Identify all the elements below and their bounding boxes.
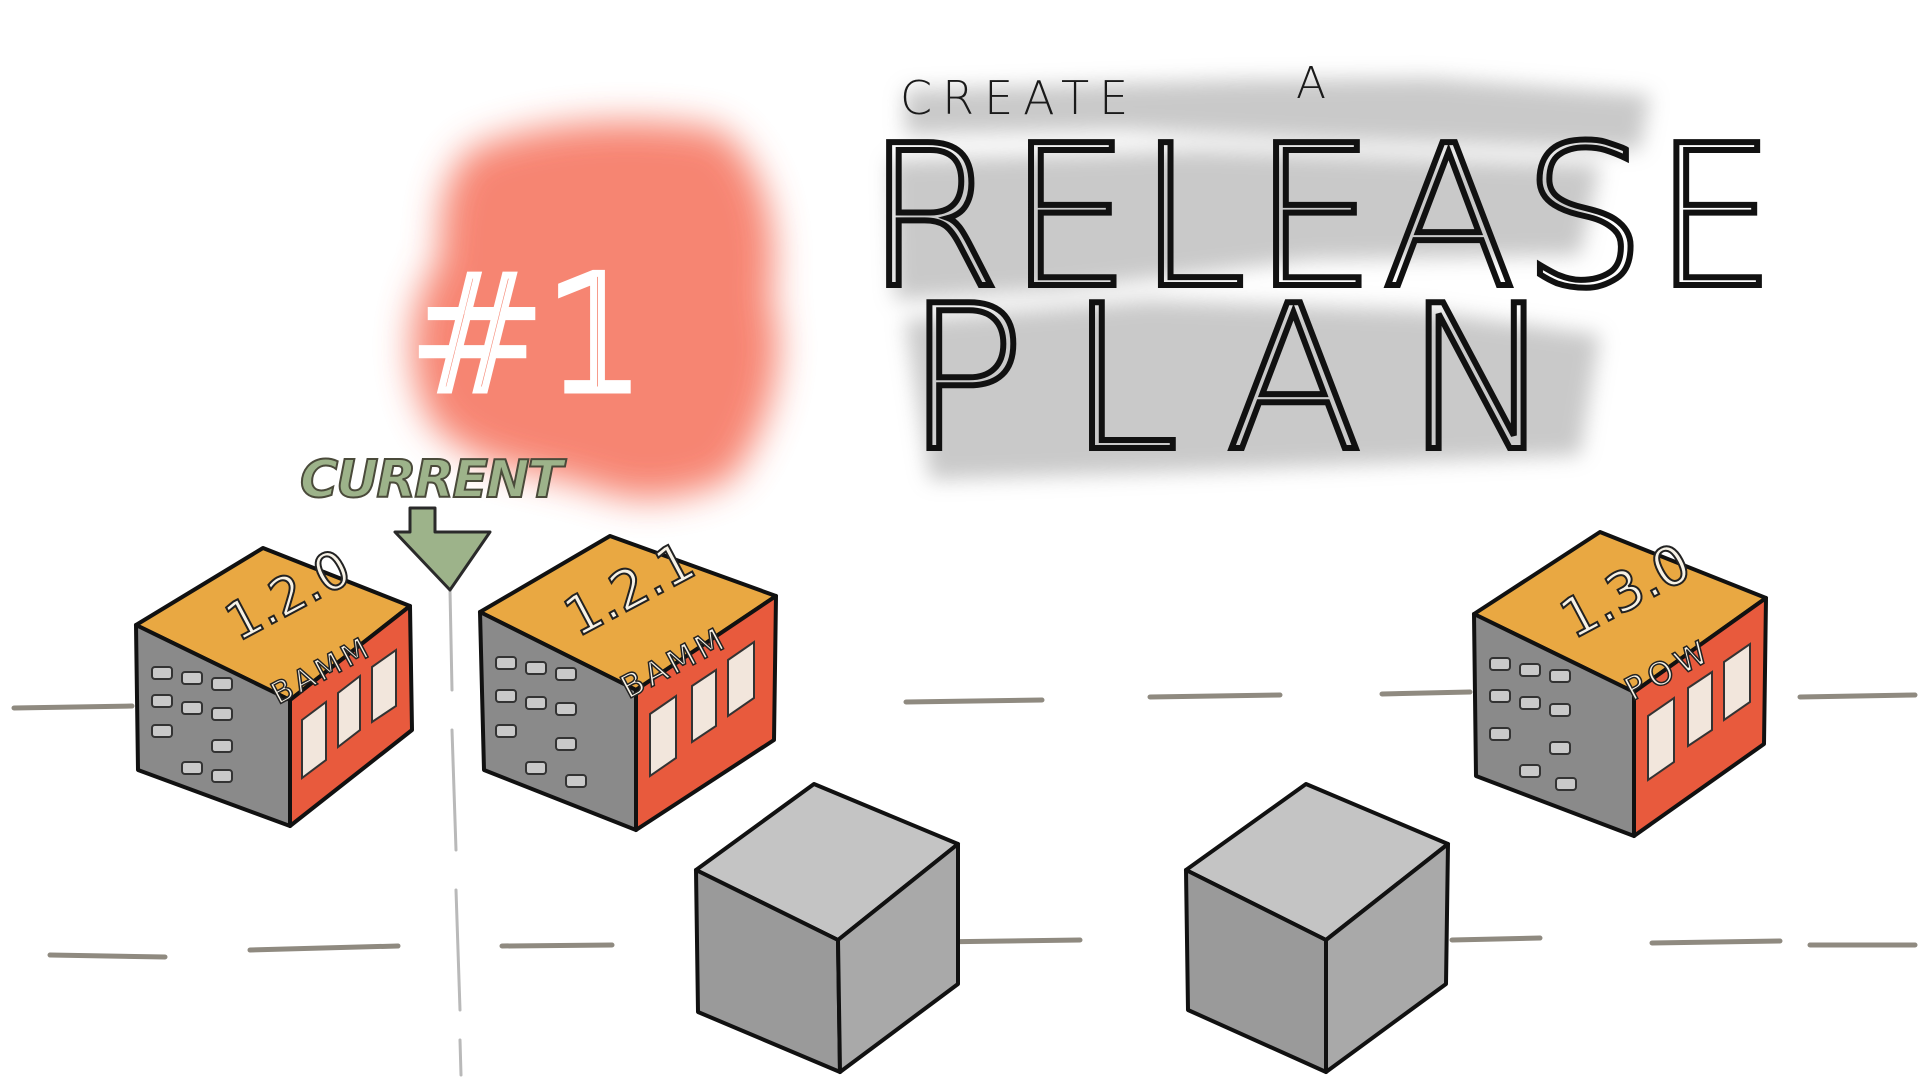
release-cube-1-3-0: 1.3.0 POW xyxy=(1472,530,1768,838)
cube-front-windows xyxy=(495,656,587,788)
release-cube-1-2-1: 1.2.1 BAMM xyxy=(478,528,778,832)
timeline xyxy=(11,689,1918,960)
number-one-badge: #1 xyxy=(407,121,778,499)
title-line-create: CREATE xyxy=(900,71,1138,125)
cube-front-windows xyxy=(1489,657,1577,791)
release-cube-1-2-0: 1.2.0 BAMM xyxy=(134,537,414,828)
current-divider-line xyxy=(448,588,463,1077)
title: CREATE A RELEASE PLAN xyxy=(862,58,1782,499)
title-wash xyxy=(890,78,1650,480)
cube-side-panels xyxy=(1647,642,1751,782)
empty-release-cube-1 xyxy=(694,782,960,1074)
cube-side xyxy=(836,842,960,1074)
badge-wash xyxy=(411,121,778,499)
cube-side xyxy=(1324,842,1450,1074)
title-line-release: RELEASE xyxy=(865,104,1782,332)
title-line-plan: PLAN xyxy=(905,263,1596,496)
title-line-a: A xyxy=(1296,58,1326,109)
cube-front-windows xyxy=(151,666,233,783)
empty-release-cube-2 xyxy=(1184,782,1450,1074)
current-marker-arrow xyxy=(393,506,492,592)
current-marker-label: CURRENT xyxy=(300,450,567,510)
current-marker: CURRENT xyxy=(299,449,570,592)
badge-label: #1 xyxy=(410,241,646,428)
cube-side-panels xyxy=(301,648,397,780)
cube-side-panels xyxy=(649,640,755,778)
